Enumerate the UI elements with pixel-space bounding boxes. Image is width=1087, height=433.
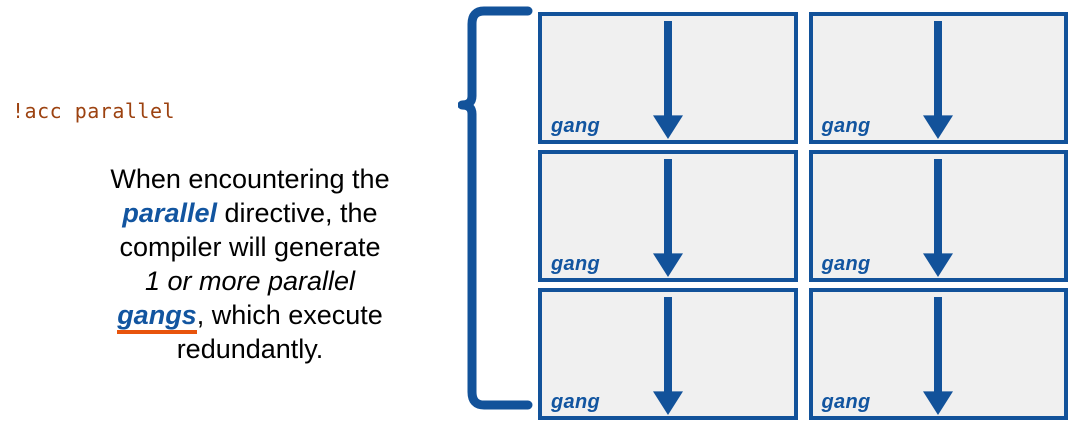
description-line-1: When encountering the xyxy=(110,164,390,194)
down-arrow-icon xyxy=(652,159,683,277)
description-line-3: compiler will generate xyxy=(119,232,381,262)
keyword-gangs: gangs xyxy=(117,300,197,334)
gang-box[interactable]: gang xyxy=(538,288,798,420)
down-arrow-icon xyxy=(652,297,683,415)
down-arrow-icon xyxy=(923,159,954,277)
code-directive-text: !acc parallel xyxy=(12,99,176,123)
description-emphasis: 1 or more parallel xyxy=(144,266,356,296)
gang-box[interactable]: gang xyxy=(808,150,1068,282)
keyword-parallel: parallel xyxy=(122,198,217,228)
gang-box[interactable]: gang xyxy=(808,288,1068,420)
description-line-6: redundantly. xyxy=(176,334,324,364)
explanation-panel: !acc parallel When encountering the para… xyxy=(0,0,460,432)
description-line-5-rest: , which execute xyxy=(196,300,383,330)
gang-label: gang xyxy=(551,391,600,413)
description-line-2-rest: directive, the xyxy=(216,198,378,228)
gang-box[interactable]: gang xyxy=(808,12,1068,144)
gang-label: gang xyxy=(821,391,871,413)
gang-label: gang xyxy=(551,115,600,137)
down-arrow-icon xyxy=(923,21,954,139)
description-paragraph: When encountering the parallel directive… xyxy=(60,162,440,366)
gang-label: gang xyxy=(821,253,871,275)
gang-label: gang xyxy=(821,115,871,137)
left-curly-brace-icon xyxy=(457,4,534,428)
down-arrow-icon xyxy=(652,21,683,139)
gang-label: gang xyxy=(551,253,600,275)
gang-box[interactable]: gang xyxy=(538,12,798,144)
gang-box[interactable]: gang xyxy=(538,150,798,282)
down-arrow-icon xyxy=(923,297,954,415)
gang-grid: gang gang gang gang gang xyxy=(538,12,1068,420)
